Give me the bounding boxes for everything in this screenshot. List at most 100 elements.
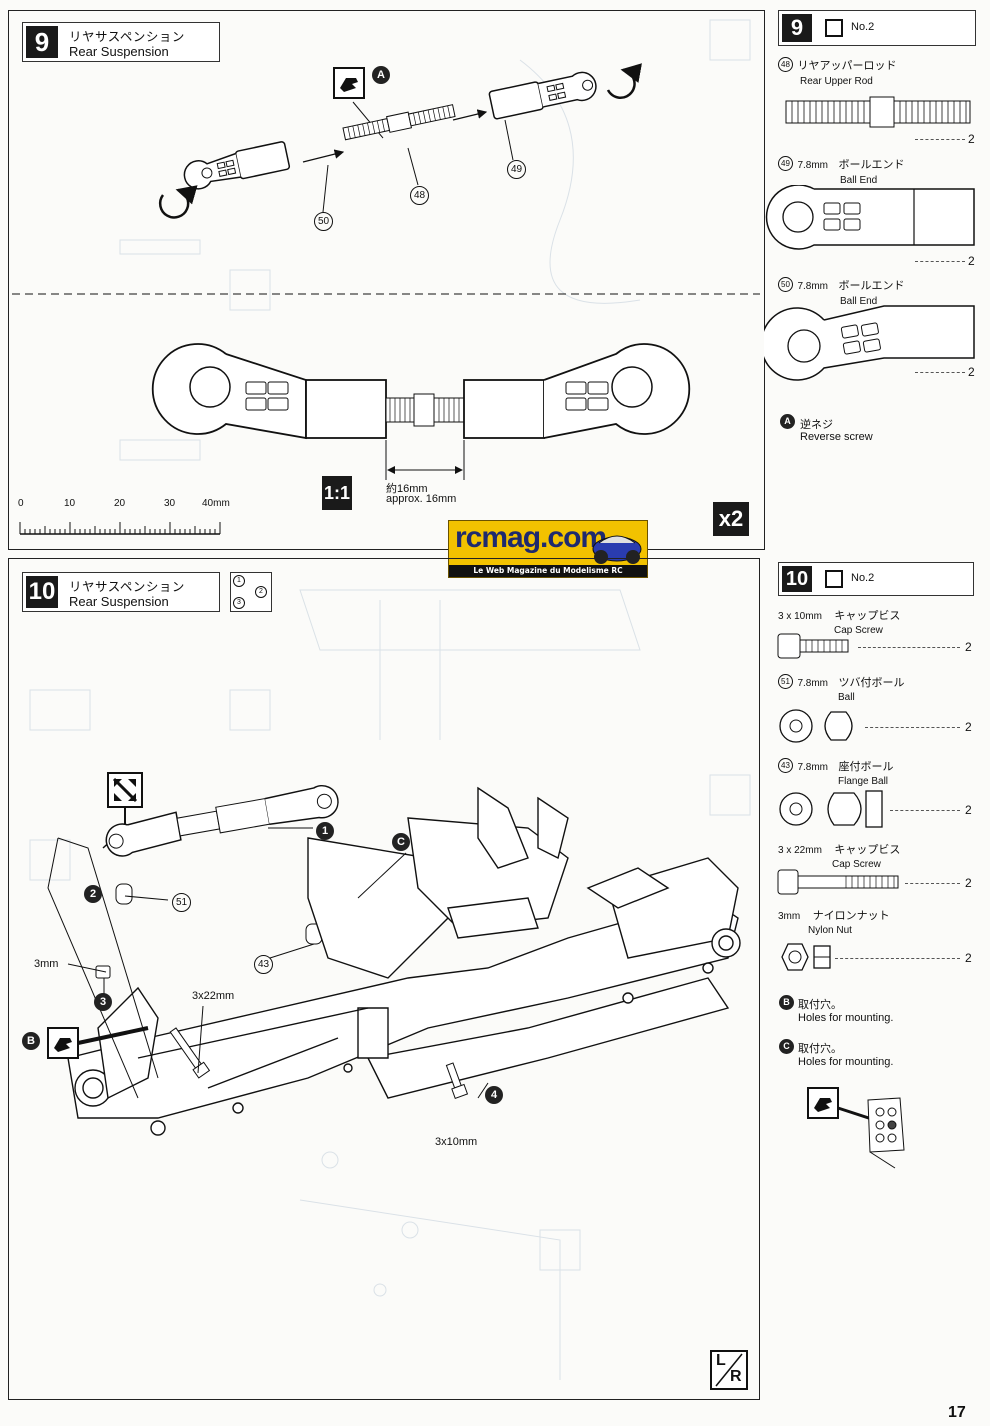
step10-title-en: Rear Suspension — [69, 594, 169, 609]
note-c-badge: C — [779, 1039, 794, 1054]
length-label-en: approx. 16mm — [386, 493, 457, 505]
order-2: 2 — [255, 586, 267, 598]
step10-parts-bag: No.2 — [851, 572, 875, 584]
flange-ball-43-entry: 43 7.8mm 座付ボール Flange Ball — [778, 757, 978, 787]
ruler-tick-20: 20 — [114, 498, 126, 509]
callout-part-43: 43 — [254, 955, 273, 974]
ruler-tick-40: 40mm — [202, 498, 230, 509]
callout-3: 3 — [94, 993, 112, 1011]
part-49-qty: 2 — [968, 254, 975, 268]
callout-a: A — [372, 66, 390, 84]
cap-screw-3x22-entry: 3 x 22mm キャップビス Cap Screw — [778, 840, 978, 870]
expand-icon — [107, 772, 143, 808]
cap-screw-3x10-entry: 3 x 10mm キャップビス Cap Screw — [778, 606, 978, 636]
nylon-nut-jp: ナイロンナット — [812, 910, 890, 922]
ruler-tick-10: 10 — [64, 498, 76, 509]
part-49-label: 49 — [507, 160, 526, 179]
bag-icon — [825, 19, 843, 37]
ball-51-part-drawing — [779, 709, 853, 743]
part-50-qty: 2 — [968, 365, 975, 379]
part-50-label: 50 — [314, 212, 333, 231]
step10-parts-header: 10 No.2 — [778, 562, 974, 596]
cap-screw-3x10-qty: 2 — [965, 640, 972, 654]
note-a-en: Reverse screw — [800, 431, 873, 443]
cap-screw-3x22-size: 3 x 22mm — [778, 845, 822, 856]
callout-c: C — [392, 833, 410, 851]
logo-tagline: Le Web Magazine du Modelisme RC — [449, 565, 647, 577]
note-b-en: Holes for mounting. — [798, 1012, 894, 1024]
nylon-nut-drawing — [95, 965, 111, 979]
cap-screw-3x22-jp: キャップビス — [834, 844, 901, 856]
mounting-holes-drawing — [807, 1087, 905, 1169]
hand-icon — [47, 1027, 79, 1059]
part-48-label: 48 — [410, 186, 429, 205]
part-48-jp: リヤアッパーロッド — [797, 60, 897, 72]
flange-ball-43-qty: 2 — [965, 803, 972, 817]
flange-ball-43-id: 43 — [778, 758, 793, 774]
ball-51-entry: 51 7.8mm ツバ付ボール Ball — [778, 673, 978, 703]
step9-parts-header: 9 No.2 — [778, 10, 976, 46]
cap-screw-3x22-drawing — [777, 869, 899, 895]
part-49-id: 49 — [778, 156, 793, 172]
callout-4: 4 — [485, 1086, 503, 1104]
ball-end-49-part-drawing — [765, 185, 975, 250]
ruler-tick-0: 0 — [18, 498, 24, 509]
logo-text: rcmag.com — [455, 521, 607, 554]
flange-ball-43-size: 7.8mm — [797, 762, 829, 773]
ball-end-49-drawing — [488, 71, 597, 120]
nylon-nut-part-drawing — [781, 943, 831, 971]
step9-title-jp: リヤサスペンション — [69, 30, 185, 44]
note-b-badge: B — [779, 995, 794, 1010]
part-48-id: 48 — [778, 57, 793, 73]
nylon-nut-en: Nylon Nut — [808, 925, 852, 936]
flange-ball-43-jp: 座付ボール — [838, 761, 894, 773]
qty-leader — [865, 727, 960, 728]
cap-screw-3x10-size: 3 x 10mm — [778, 611, 822, 622]
note-a-badge: A — [780, 414, 795, 429]
label-3x10mm: 3x10mm — [435, 1136, 478, 1148]
chassis-drawing — [67, 786, 741, 1136]
part-50-entry: 50 7.8mm ボールエンド Ball End — [778, 276, 978, 307]
qty-leader — [915, 372, 965, 373]
callout-2: 2 — [84, 885, 102, 903]
qty-leader — [858, 647, 960, 648]
flange-ball-43-en: Flange Ball — [838, 776, 889, 787]
ball-end-50-drawing — [183, 141, 291, 190]
ruler-tick-30: 30 — [164, 498, 176, 509]
callout-b: B — [22, 1032, 40, 1050]
step10-panel — [8, 558, 760, 1400]
qty-leader — [835, 958, 960, 959]
step9-panel — [8, 10, 765, 550]
assembly-order-icon: 1 2 3 — [230, 572, 272, 612]
ball-51-en: Ball — [838, 692, 855, 703]
callout-part-51: 51 — [172, 893, 191, 912]
bag-icon — [825, 570, 843, 588]
ball-end-50-part-drawing — [764, 305, 975, 381]
qty-leader — [915, 139, 965, 140]
note-c-en: Holes for mounting. — [798, 1056, 894, 1068]
nylon-nut-size: 3mm — [778, 911, 801, 922]
cap-screw-3x22-qty: 2 — [965, 876, 972, 890]
step10-title-jp: リヤサスペンション — [69, 580, 185, 594]
lr-right: R — [730, 1368, 742, 1385]
part-49-jp: ボールエンド — [838, 159, 905, 171]
qty-leader — [915, 261, 965, 262]
part-49-entry: 49 7.8mm ボールエンド Ball End — [778, 155, 978, 186]
cap-screw-3x10-en: Cap Screw — [834, 625, 883, 636]
step9-header: 9 リヤサスペンション Rear Suspension — [22, 22, 220, 62]
ball-51-id: 51 — [778, 674, 793, 690]
label-3mm: 3mm — [34, 958, 59, 970]
note-b-jp: 取付穴。 — [798, 999, 842, 1011]
part-50-id: 50 — [778, 277, 793, 293]
ball-51-drawing — [115, 883, 133, 905]
part-48-en: Rear Upper Rod — [800, 76, 873, 87]
ruler — [19, 522, 221, 535]
part-50-jp: ボールエンド — [838, 280, 905, 292]
ball-51-jp: ツバ付ボール — [838, 677, 905, 689]
part-48-entry: 48 リヤアッパーロッド Rear Upper Rod — [778, 56, 978, 87]
part-50-en: Ball End — [840, 296, 878, 307]
multiplier-badge: x2 — [713, 502, 749, 536]
screw-3x10-drawing — [445, 1062, 469, 1100]
hand-icon — [807, 1087, 839, 1119]
upper-rod-assembly — [105, 785, 339, 857]
